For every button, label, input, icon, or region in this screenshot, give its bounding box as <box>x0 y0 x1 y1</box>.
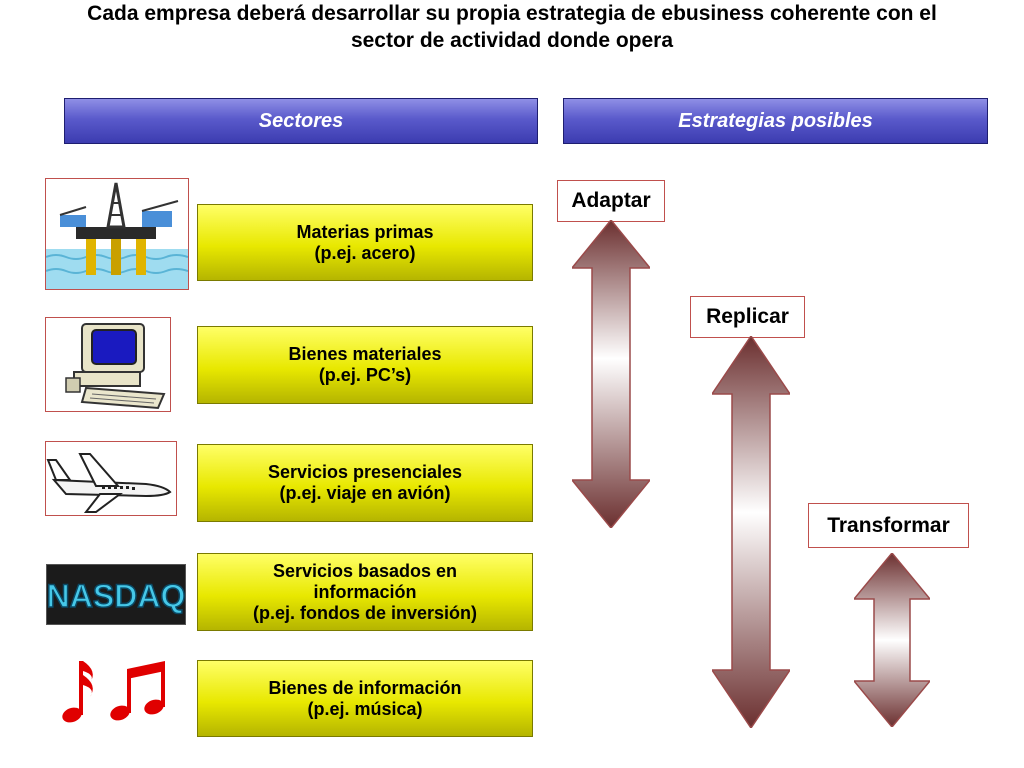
sector-label: Servicios presenciales <box>267 462 463 482</box>
oil-platform-icon <box>45 178 189 290</box>
sector-example: (p.ej. música) <box>307 698 423 719</box>
double-arrow-adaptar <box>572 220 650 528</box>
strategy-transformar: Transformar <box>808 503 969 548</box>
double-arrow-replicar <box>712 336 790 728</box>
nasdaq-logo: NASDAQ <box>46 564 186 625</box>
sector-servicios-informacion: Servicios basados en información (p.ej. … <box>197 553 533 631</box>
music-notes-icon <box>58 655 178 727</box>
double-arrow-transformar <box>854 553 930 727</box>
sector-bienes-materiales: Bienes materiales (p.ej. PC’s) <box>197 326 533 404</box>
sector-label: Bienes materiales <box>288 344 442 364</box>
header-estrategias: Estrategias posibles <box>563 98 988 144</box>
title-line-1: Cada empresa deberá desarrollar su propi… <box>87 2 937 25</box>
airplane-icon <box>45 441 177 516</box>
sector-servicios-presenciales: Servicios presenciales (p.ej. viaje en a… <box>197 444 533 522</box>
page-title: Cada empresa deberá desarrollar su propi… <box>30 0 994 54</box>
strategy-adaptar: Adaptar <box>557 180 665 222</box>
computer-icon <box>45 317 171 412</box>
header-sectores: Sectores <box>64 98 538 144</box>
strategy-replicar: Replicar <box>690 296 805 338</box>
sector-example: (p.ej. fondos de inversión) <box>252 602 477 623</box>
sector-label: Bienes de información <box>268 677 462 698</box>
sector-label: Materias primas <box>296 221 434 242</box>
sector-example: (p.ej. PC’s) <box>318 365 412 385</box>
sector-bienes-informacion: Bienes de información (p.ej. música) <box>197 660 533 737</box>
title-line-2: sector de actividad donde opera <box>350 29 674 52</box>
sector-example: (p.ej. viaje en avión) <box>279 483 451 503</box>
nasdaq-logo-text: NASDAQ <box>47 578 185 614</box>
sector-label: Servicios basados en <box>272 560 458 581</box>
sector-materias-primas: Materias primas (p.ej. acero) <box>197 204 533 281</box>
sector-example: (p.ej. acero) <box>314 242 416 263</box>
sector-label-2: información <box>313 581 417 602</box>
